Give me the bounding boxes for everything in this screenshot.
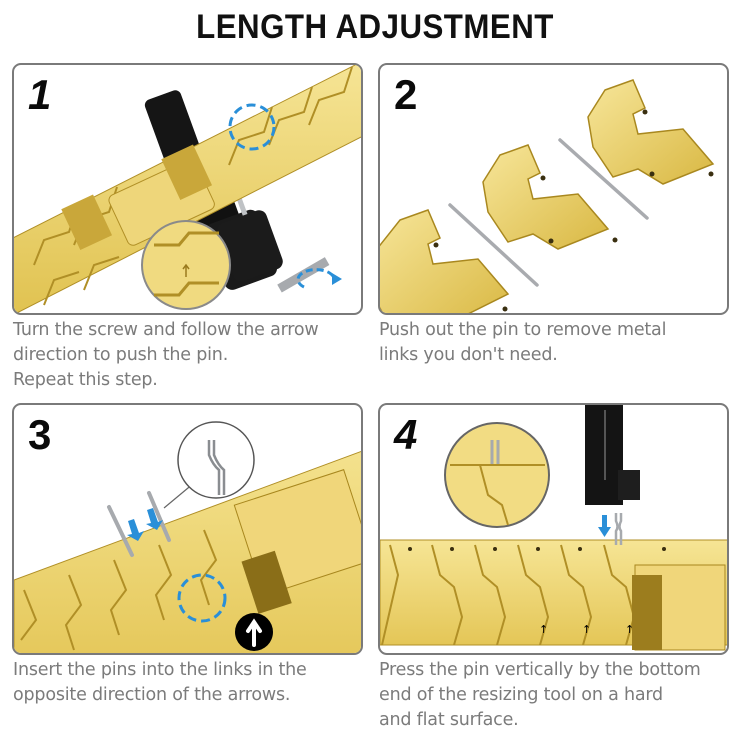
pin-icon: [558, 138, 649, 220]
magnifier-callout-icon: [141, 220, 231, 310]
step-3-caption: Insert the pins into the links in the op…: [13, 658, 373, 708]
gold-link: [380, 79, 715, 313]
step-4-illustration: ↑ ↑ ↑: [380, 405, 727, 651]
svg-text:↑: ↑: [625, 623, 634, 636]
pin-icon: [448, 203, 539, 287]
step-4-panel: ↑ ↑ ↑ 4: [378, 403, 729, 655]
step-4-number: 4: [394, 411, 418, 458]
step-2-illustration: [380, 79, 715, 313]
step-1-caption: Turn the screw and follow the arrow dire…: [13, 318, 373, 393]
step-4-caption: Press the pin vertically by the bottom e…: [379, 658, 739, 733]
step-4-caption-line: and flat surface.: [379, 710, 519, 730]
dashed-circle-highlight-icon: [228, 103, 276, 151]
step-1-panel: 1: [12, 63, 363, 315]
step-1-caption-line: Repeat this step.: [13, 370, 158, 390]
step-2-number: 2: [394, 71, 418, 118]
pin-detail-callout-icon: [177, 421, 255, 499]
step-1-illustration: [14, 65, 361, 313]
step-3-number: 3: [28, 411, 52, 458]
page-title: LENGTH ADJUSTMENT: [196, 8, 554, 46]
down-arrow-icon: [598, 515, 611, 537]
svg-text:↑: ↑: [539, 623, 548, 636]
step-3-panel: 3: [12, 403, 363, 655]
step-2-caption: Push out the pin to remove metal links y…: [379, 318, 739, 368]
pin-detail-callout-icon: [444, 422, 550, 528]
rotate-arrow-icon: [296, 268, 336, 289]
step-3-caption-line: opposite direction of the arrows.: [13, 685, 291, 705]
step-4-caption-line: end of the resizing tool on a hard: [379, 685, 663, 705]
up-arrow-badge-icon: [235, 613, 273, 651]
dashed-circle-highlight-icon: [177, 573, 227, 623]
step-2-caption-line: links you don't need.: [379, 345, 558, 365]
step-4-caption-line: Press the pin vertically by the bottom: [379, 660, 701, 680]
step-3-caption-line: Insert the pins into the links in the: [13, 660, 307, 680]
svg-text:↑: ↑: [582, 623, 591, 636]
step-2-caption-line: Push out the pin to remove metal: [379, 320, 667, 340]
step-1-caption-line: Turn the screw and follow the arrow: [13, 320, 319, 340]
step-1-caption-line: direction to push the pin.: [13, 345, 229, 365]
step-2-panel: 2: [378, 63, 729, 315]
down-arrows-icon: [127, 508, 163, 541]
step-3-illustration: [14, 421, 361, 653]
step-1-number: 1: [28, 71, 52, 118]
